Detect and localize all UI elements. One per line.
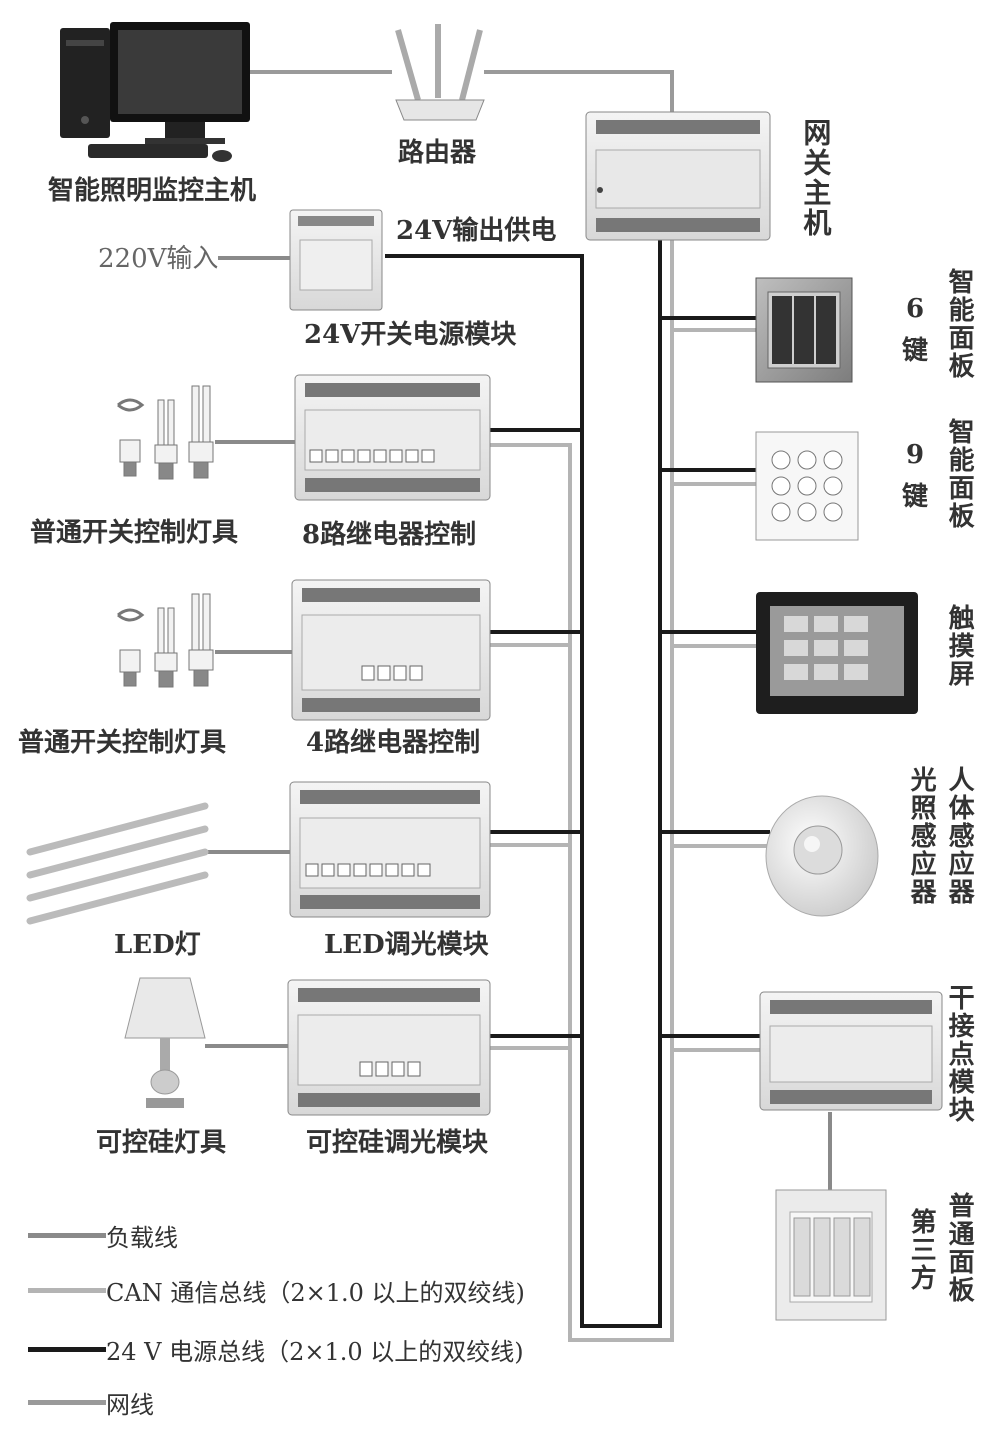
motion-sensor-device [765, 795, 879, 917]
psu-device [289, 209, 383, 311]
lamp-group-1-label: 普通开关控制灯具 [30, 518, 239, 548]
led-tubes-icon [26, 802, 209, 925]
scr-dimmer-module [287, 979, 491, 1116]
can-bus-lines [490, 240, 674, 1342]
wall-switch-device [775, 1189, 887, 1321]
legend-swatch [28, 1233, 106, 1238]
output-24v-label: 24V输出供电 [396, 216, 557, 246]
gateway-label: 网关主机 [799, 118, 833, 238]
third-party-panel-label: 普通面板 [944, 1192, 975, 1304]
light-sensor-label: 光照感应器 [906, 766, 937, 906]
body-sensor-label: 人体感应器 [944, 766, 975, 906]
cfl-bulbs-icon-2 [117, 593, 214, 688]
power-bus-lines [385, 240, 662, 1328]
led-dimmer-label: LED调光模块 [324, 930, 489, 960]
legend-label: 24 V 电源总线（2×1.0 以上的双绞线) [106, 1338, 524, 1366]
panel6-label: 智能面板 [944, 268, 975, 380]
touch-label: 触摸屏 [944, 604, 975, 688]
cfl-bulbs-icon [117, 385, 214, 480]
psu-label: 24V开关电源模块 [304, 320, 517, 350]
legend-item: 负载线 [28, 1218, 178, 1253]
panel-6key [755, 277, 853, 383]
led-dimmer-module [289, 781, 491, 918]
legend-swatch [28, 1347, 106, 1352]
input-220v-label: 220V输入 [98, 244, 219, 274]
legend-swatch [28, 1288, 106, 1293]
panel9-key-char: 键 [902, 482, 929, 512]
lamp-group-2-label: 普通开关控制灯具 [18, 728, 227, 758]
panel6-number: 6 [906, 294, 925, 324]
relay4-module [291, 579, 491, 721]
legend-label: CAN 通信总线（2×1.0 以上的双绞线) [106, 1279, 525, 1307]
third-party-label: 第三方 [906, 1208, 937, 1292]
scr-lamp-label: 可控硅灯具 [96, 1128, 227, 1158]
gateway-device [585, 111, 771, 241]
panel-9key [755, 431, 859, 541]
scr-dimmer-label: 可控硅调光模块 [306, 1128, 489, 1158]
legend-item: CAN 通信总线（2×1.0 以上的双绞线) [28, 1273, 525, 1308]
legend-label: 网线 [106, 1391, 154, 1419]
computer-icon [60, 22, 250, 162]
legend-item: 网线 [28, 1385, 154, 1420]
relay8-module [294, 374, 491, 501]
legend-item: 24 V 电源总线（2×1.0 以上的双绞线) [28, 1332, 524, 1367]
dry-contact-label: 干接点模块 [944, 984, 975, 1124]
router-icon [395, 24, 485, 121]
touch-screen-device [756, 592, 918, 714]
relay4-label: 4路继电器控制 [306, 728, 481, 758]
table-lamp-icon [124, 977, 206, 1108]
load-lines [205, 256, 295, 1048]
host-label: 智能照明监控主机 [48, 176, 257, 206]
dry-contact-module [759, 991, 943, 1111]
right-branch-lines [660, 316, 832, 1190]
legend-label: 负载线 [106, 1224, 178, 1252]
panel9-number: 9 [906, 440, 925, 470]
router-label: 路由器 [398, 138, 477, 168]
legend-swatch [28, 1400, 106, 1405]
led-lamp-label: LED灯 [114, 930, 201, 960]
network-lines [250, 70, 674, 112]
panel6-key-char: 键 [902, 336, 929, 366]
panel9-label: 智能面板 [944, 418, 975, 530]
relay8-label: 8路继电器控制 [302, 520, 477, 550]
